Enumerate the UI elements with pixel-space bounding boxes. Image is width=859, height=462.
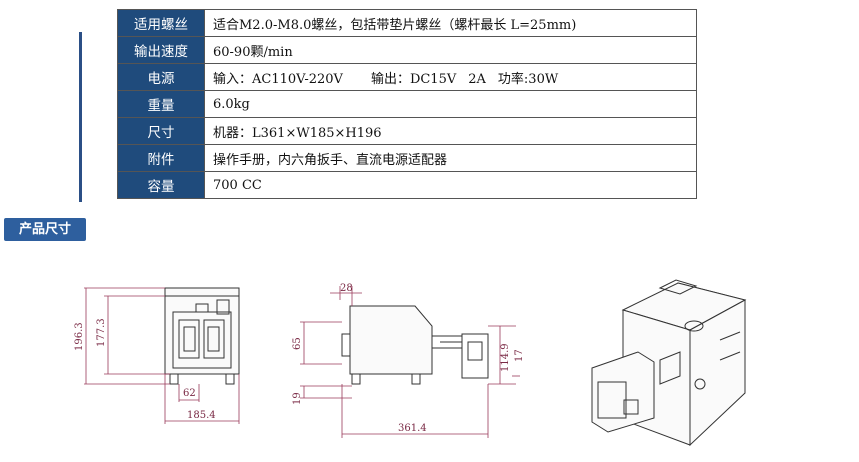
spec-value: 机器：L361×W185×H196 [204, 117, 697, 145]
spec-value: 6.0kg [204, 90, 697, 118]
spec-table: 适用螺丝 适合M2.0-M8.0螺丝，包括带垫片螺丝（螺杆最长 L=25mm) … [117, 9, 697, 199]
dim-side-length: 361.4 [398, 423, 427, 434]
section-tag: 产品尺寸 [4, 218, 86, 241]
power-output: 输出：DC15V [370, 71, 457, 87]
dim-side-top: 28 [340, 283, 353, 294]
dim-front-width-total: 185.4 [187, 410, 216, 421]
spec-value: 适合M2.0-M8.0螺丝，包括带垫片螺丝（螺杆最长 L=25mm) [204, 9, 697, 37]
table-row: 尺寸 机器：L361×W185×H196 [117, 117, 697, 145]
accent-bar [79, 32, 82, 202]
spec-label: 适用螺丝 [117, 9, 205, 37]
spec-value: 输入：AC110V-220V 输出：DC15V 2A 功率:30W [204, 63, 697, 91]
spec-value: 60-90颗/min [204, 36, 697, 64]
table-row: 附件 操作手册，内六角扳手、直流电源适配器 [117, 144, 697, 172]
dim-front-height-body: 177.3 [96, 318, 107, 347]
dim-front-height-total: 196.3 [74, 322, 85, 351]
table-row: 容量 700 CC [117, 171, 697, 199]
spec-label: 输出速度 [117, 36, 205, 64]
spec-label: 尺寸 [117, 117, 205, 145]
dim-side-right-2: 17 [514, 349, 525, 362]
spec-value: 700 CC [204, 171, 697, 199]
dim-side-right-1: 114.9 [500, 343, 511, 372]
spec-value: 操作手册，内六角扳手、直流电源适配器 [204, 144, 697, 172]
spec-label: 重量 [117, 90, 205, 118]
spec-label: 容量 [117, 171, 205, 199]
table-row: 适用螺丝 适合M2.0-M8.0螺丝，包括带垫片螺丝（螺杆最长 L=25mm) [117, 9, 697, 37]
dim-side-left: 65 [292, 337, 303, 350]
side-view-drawing: 28 65 19 114.9 17 361.4 [292, 283, 525, 438]
power-input: 输入：AC110V-220V [213, 71, 343, 87]
front-view-drawing: 196.3 177.3 62 185.4 [74, 287, 240, 424]
power-current: 2A [468, 71, 486, 87]
table-row: 重量 6.0kg [117, 90, 697, 118]
table-row: 电源 输入：AC110V-220V 输出：DC15V 2A 功率:30W [117, 63, 697, 91]
table-row: 输出速度 60-90颗/min [117, 36, 697, 64]
spec-label: 电源 [117, 63, 205, 91]
power-rating: 功率:30W [497, 71, 559, 87]
dim-side-bottom: 19 [292, 392, 303, 405]
isometric-view-drawing [591, 279, 747, 447]
dim-front-width-inner: 62 [183, 388, 196, 399]
spec-label: 附件 [117, 144, 205, 172]
